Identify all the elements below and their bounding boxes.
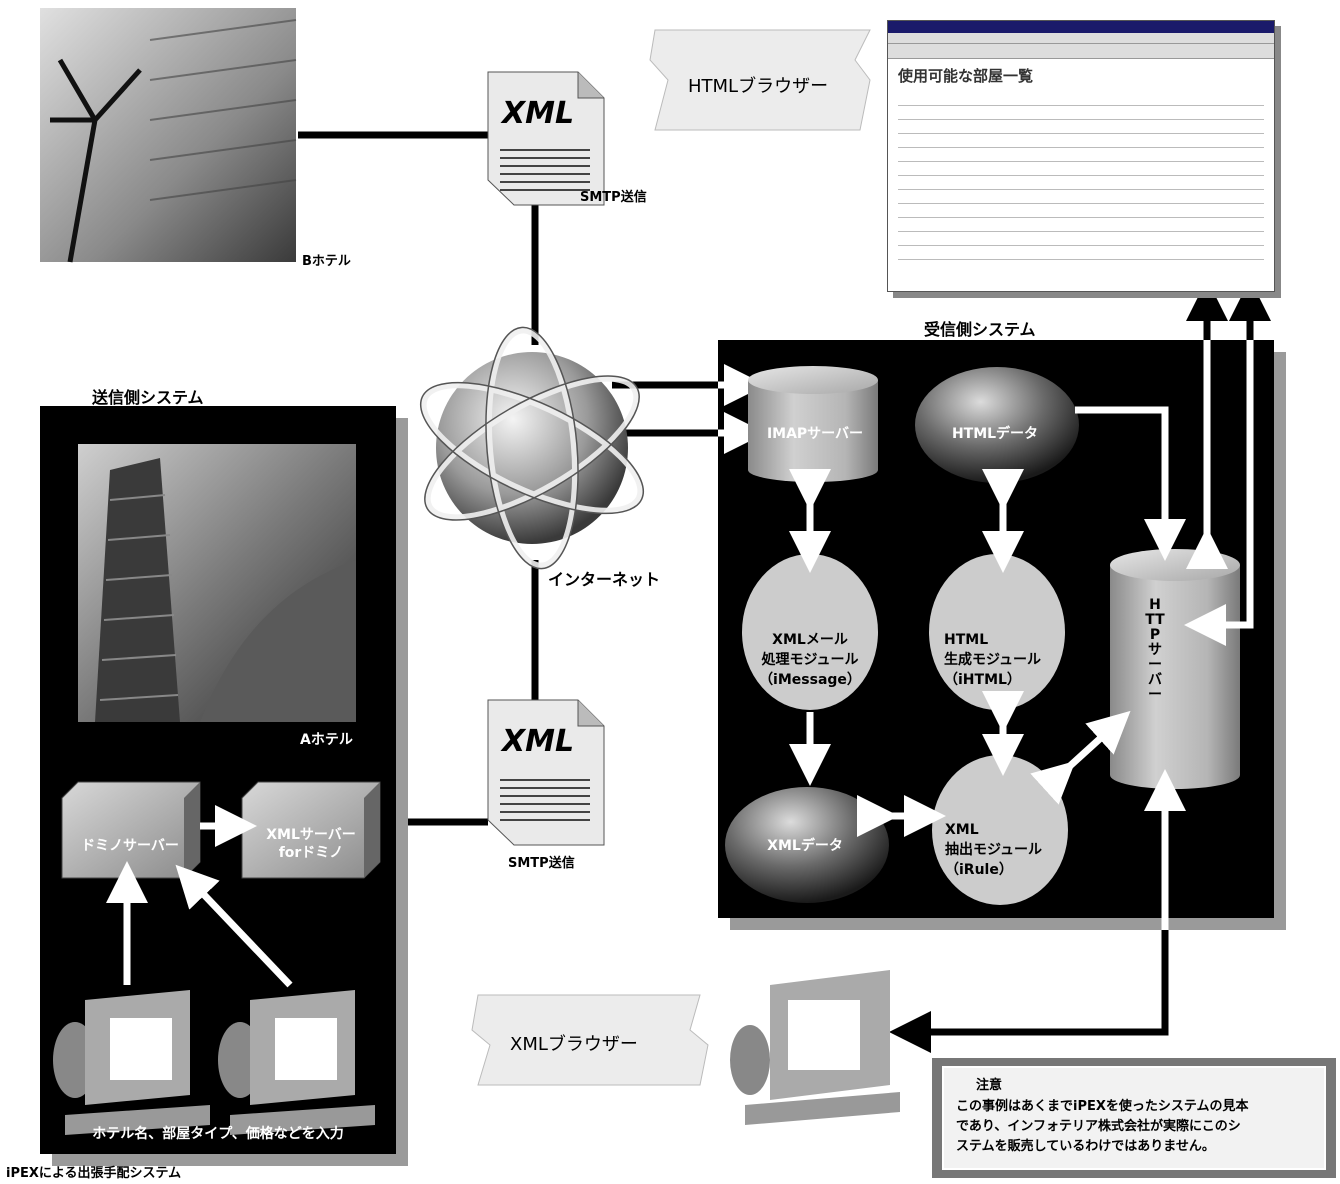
browser-title-bar bbox=[888, 21, 1274, 33]
xml-mail-module-ellipse bbox=[742, 554, 878, 710]
note-line-3: ステムを販売しているわけではありません。 bbox=[956, 1139, 1215, 1154]
xml-document-bottom-icon bbox=[487, 699, 605, 846]
browser-menu-bar bbox=[888, 33, 1274, 44]
http-server-label: HTTPサーバー bbox=[1145, 597, 1165, 703]
xml-doc-top-label: XML bbox=[502, 96, 575, 131]
hotel-b-label: Bホテル bbox=[302, 254, 351, 269]
figure-caption: iPEXによる出張手配システム bbox=[6, 1166, 182, 1181]
xml-browser-computer-icon bbox=[730, 970, 900, 1125]
input-caption: ホテル名、部屋タイプ、価格などを入力 bbox=[92, 1126, 344, 1142]
imap-server-label: IMAPサーバー bbox=[766, 426, 864, 442]
xml-document-top-icon bbox=[487, 71, 605, 206]
imap-server-cylinder bbox=[748, 366, 878, 482]
html-data-label: HTMLデータ bbox=[951, 426, 1039, 442]
xml-browser-banner bbox=[471, 994, 709, 1086]
computer-left-icon bbox=[53, 990, 210, 1135]
xml-data-label: XMLデータ bbox=[767, 838, 843, 854]
smtp-top-label: SMTP送信 bbox=[580, 190, 647, 205]
http-xml-browser-arrow bbox=[889, 930, 1169, 1053]
html-data-ellipse bbox=[915, 367, 1079, 483]
http-browser-arrows bbox=[1184, 279, 1271, 646]
browser-page-title: 使用可能な部屋一覧 bbox=[898, 67, 1034, 85]
html-browser-label: HTMLブラウザー bbox=[688, 76, 829, 97]
note-line-2: であり、インフォテリア株式会社が実際にこのシ bbox=[956, 1119, 1241, 1134]
hotel-a-photo bbox=[78, 444, 356, 722]
note-box: 注意 この事例はあくまでiPEXを使ったシステムの見本 であり、インフォテリア株… bbox=[932, 1058, 1336, 1178]
hotel-b-photo bbox=[40, 8, 297, 263]
sender-system-title: 送信側システム bbox=[92, 388, 204, 407]
xml-browser-label: XMLブラウザー bbox=[510, 1034, 638, 1055]
internet-label: インターネット bbox=[548, 570, 661, 589]
html-browser-window: 使用可能な部屋一覧 bbox=[887, 20, 1275, 292]
xml-mail-module-label: XMLメール 処理モジュール （iMessage） bbox=[759, 632, 861, 688]
html-module-label: HTML 生成モジュール （iHTML） bbox=[944, 632, 1042, 688]
computer-right-icon bbox=[218, 990, 375, 1135]
receiver-system-title: 受信側システム bbox=[924, 320, 1036, 339]
xml-doc-bottom-label: XML bbox=[502, 724, 575, 759]
html-browser-banner bbox=[649, 29, 871, 131]
xml-server-label: XMLサーバー forドミノ bbox=[266, 827, 356, 861]
sender-arrows bbox=[106, 805, 293, 988]
domino-server-label: ドミノサーバー bbox=[81, 838, 179, 854]
html-module-ellipse bbox=[929, 554, 1065, 710]
xml-extract-module-label: XML 抽出モジュール （iRule） bbox=[945, 822, 1043, 878]
smtp-bottom-label: SMTP送信 bbox=[508, 856, 575, 871]
xml-server-box-shape bbox=[241, 781, 381, 879]
note-title: 注意 bbox=[976, 1078, 1003, 1093]
receiver-arrows bbox=[789, 406, 1186, 930]
internet-globe-icon bbox=[419, 326, 645, 570]
hotel-a-label: Aホテル bbox=[300, 732, 353, 748]
browser-toolbar bbox=[888, 44, 1274, 59]
xml-data-ellipse bbox=[725, 787, 889, 903]
note-line-1: この事例はあくまでiPEXを使ったシステムの見本 bbox=[956, 1099, 1249, 1114]
http-server-cylinder bbox=[1110, 549, 1240, 789]
domino-server-box-shape bbox=[61, 781, 201, 879]
